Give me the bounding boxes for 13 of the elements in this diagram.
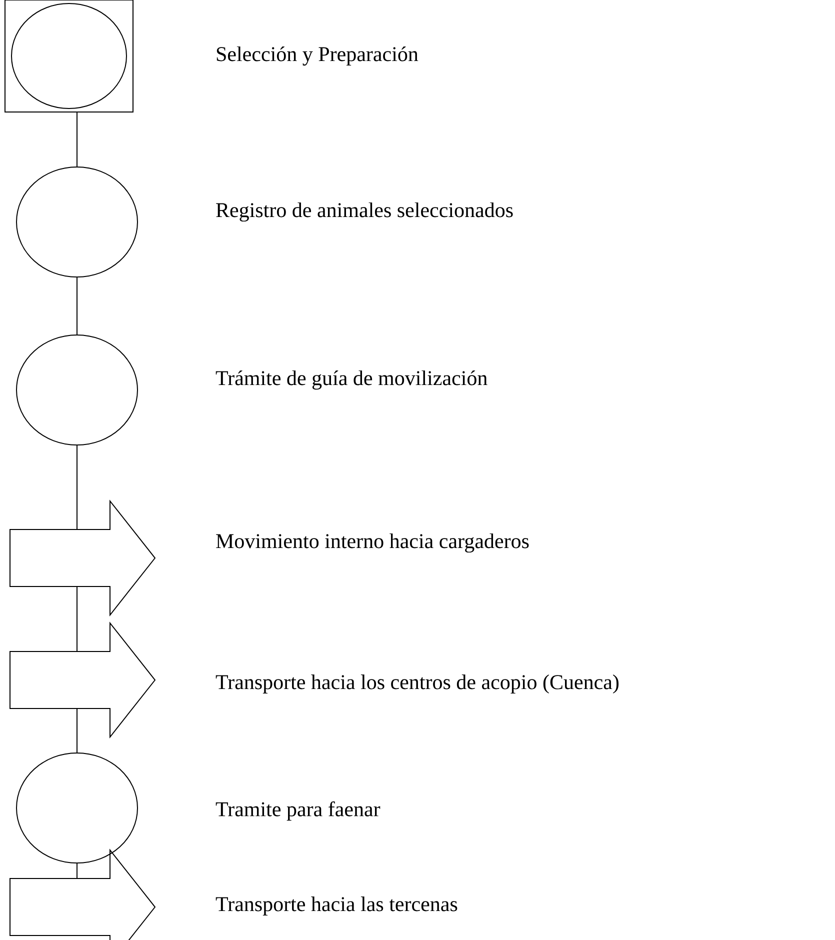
step-label: Transporte hacia los centros de acopio (Cuenca)	[216, 674, 619, 694]
step-label: Transporte hacia las tercenas	[216, 896, 458, 916]
connector-line	[76, 863, 78, 878]
connector-line	[76, 708, 78, 753]
connector-line	[76, 586, 78, 652]
connector-line	[76, 112, 78, 167]
connector-line	[76, 445, 78, 530]
step-label: Tramite para faenar	[216, 801, 380, 821]
step-label: Trámite de guía de movilización	[216, 370, 488, 390]
step-label: Movimiento interno hacia cargaderos	[216, 533, 529, 553]
connector-line	[76, 277, 78, 335]
step-label: Registro de animales seleccionados	[216, 202, 513, 222]
step-label: Selección y Preparación	[216, 46, 418, 66]
